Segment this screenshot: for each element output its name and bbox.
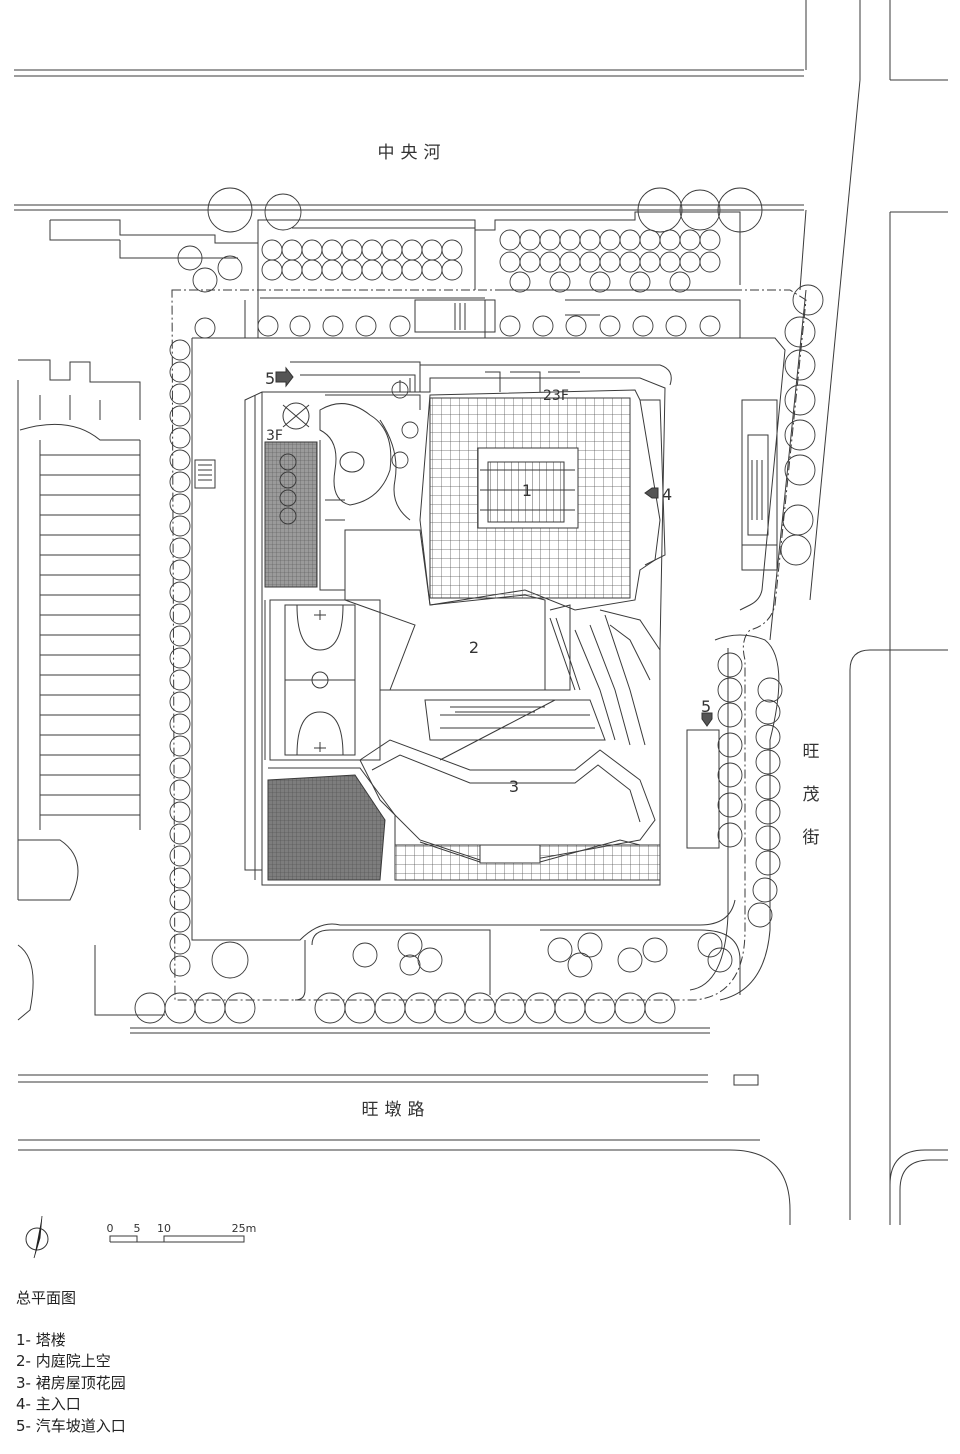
marker-3: 3 — [509, 777, 519, 796]
marker-3f: 3F — [266, 428, 283, 444]
north-landscape — [49, 211, 741, 338]
podium-outline — [244, 361, 672, 886]
legend-item-roof-garden: 3- 裙房屋顶花园 — [16, 1373, 126, 1392]
east-street-label-2: 茂 — [803, 785, 820, 805]
scale-tick-10: 10 — [157, 1222, 171, 1235]
perimeter-driveway — [191, 337, 786, 1001]
south-road — [18, 1027, 948, 1225]
east-street-label-3: 街 — [803, 828, 820, 848]
north-river-edge — [14, 69, 948, 213]
marker-2: 2 — [469, 638, 479, 657]
legend-item-ramp: 5- 汽车坡道入口 — [16, 1416, 126, 1435]
marker-1: 1 — [522, 481, 532, 500]
west-residential-blocks — [17, 359, 165, 1021]
site-boundary — [171, 289, 807, 1001]
legend-item-main-entrance: 4- 主入口 — [16, 1395, 81, 1413]
north-arrow-icon — [25, 1215, 49, 1259]
basketball-court — [264, 599, 381, 761]
plan-markers: 1 2 3 4 5 5 23F 3F — [265, 369, 711, 796]
west-garden-strip — [264, 440, 346, 591]
south-street-label: 旺墩路 — [362, 1100, 431, 1120]
scale-tick-0: 0 — [107, 1222, 114, 1235]
trees — [134, 187, 824, 1024]
north-street-label: 中央河 — [378, 143, 447, 163]
legend-item-courtyard: 2- 内庭院上空 — [16, 1352, 111, 1370]
northwest-garden — [282, 394, 421, 521]
marker-23f: 23F — [543, 388, 569, 404]
marker-5-east: 5 — [701, 697, 711, 716]
scale-tick-5: 5 — [134, 1222, 141, 1235]
scale-tick-25m: 25m — [232, 1222, 257, 1235]
sports-field — [267, 767, 396, 881]
legend: 总平面图 1- 塔楼 2- 内庭院上空 3- 裙房屋顶花园 4- 主入口 5- … — [16, 1288, 436, 1437]
east-road — [769, 0, 948, 1220]
east-street-label-1: 旺 — [803, 742, 820, 762]
street-labels: 中央河 旺墩路 旺 茂 街 — [362, 143, 820, 1120]
legend-item-tower: 1- 塔楼 — [16, 1330, 66, 1349]
east-ramp-building — [194, 399, 778, 849]
marker-4: 4 — [662, 485, 672, 504]
legend-title: 总平面图 — [16, 1289, 77, 1307]
entrance-arrows — [275, 366, 713, 727]
scale-bar-labels: 0 5 10 25m — [107, 1222, 257, 1235]
roof-garden — [359, 609, 661, 881]
tower-block — [419, 389, 666, 611]
marker-5-north: 5 — [265, 369, 275, 388]
scale-bar-graphic — [109, 1235, 245, 1243]
